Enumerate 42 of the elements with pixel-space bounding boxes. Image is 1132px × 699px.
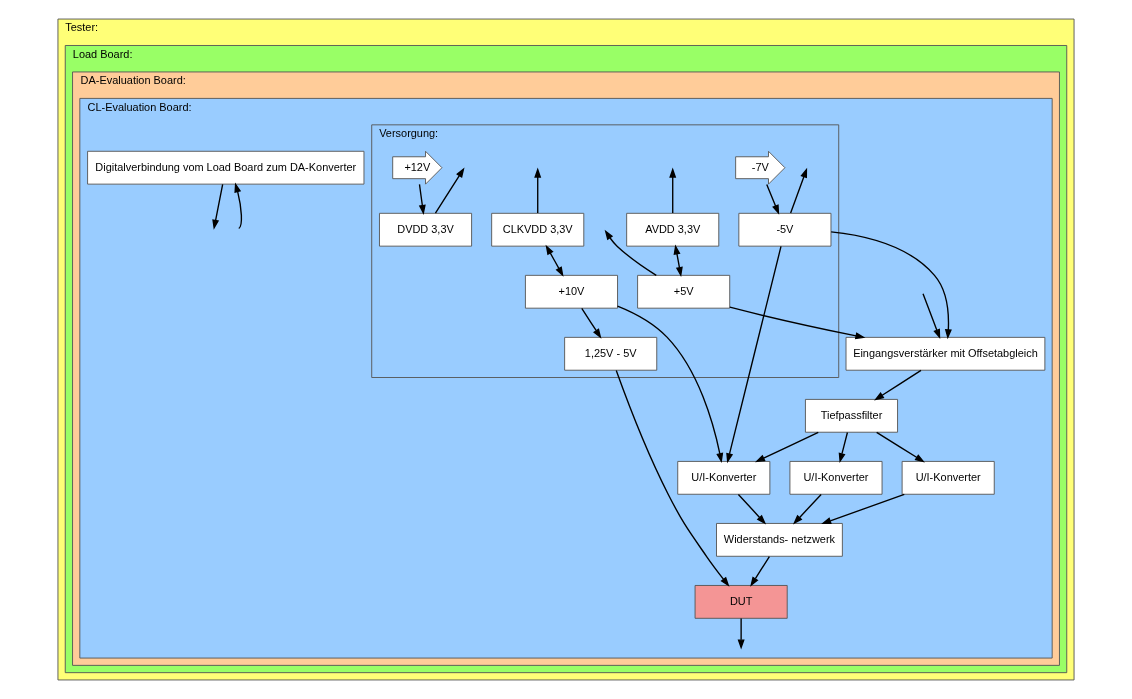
arrow <box>729 306 866 340</box>
node-box: U/I-Konverter <box>901 460 995 495</box>
arrow <box>754 431 819 463</box>
node-box: CLKVDD 3,3V <box>491 212 585 247</box>
arrow <box>726 245 782 464</box>
node-box: DUT <box>694 585 788 619</box>
arrow <box>604 229 657 276</box>
arrow <box>874 369 922 401</box>
arrow <box>766 183 780 215</box>
node-box: +10V <box>524 274 618 309</box>
node-box: DVDD 3,3V <box>379 212 473 247</box>
node-box: Widerstands- netzwerk <box>716 523 843 557</box>
arrow <box>673 244 683 277</box>
node-box: AVDD 3,3V <box>626 212 720 247</box>
node-box: U/I-Konverter <box>789 460 883 495</box>
arrow <box>534 167 542 214</box>
arrow <box>737 493 767 525</box>
node-box: Tiefpassfilter <box>804 398 898 433</box>
arrow <box>793 493 822 525</box>
arrow <box>212 183 224 230</box>
node-box: Digitalverbindung vom Load Board zum DA-Konverter <box>87 150 365 185</box>
arrow <box>922 293 941 340</box>
arrow <box>669 167 677 214</box>
arrow <box>830 231 952 340</box>
node-box: Eingangsverstärker mit Offsetabgleich <box>845 336 1046 371</box>
arrow <box>821 493 905 525</box>
arrow <box>234 182 243 230</box>
arrow <box>616 305 724 464</box>
arrow <box>789 167 808 214</box>
arrow <box>615 369 730 587</box>
arrow <box>750 555 771 587</box>
arrow <box>418 183 426 215</box>
arrow <box>434 167 465 214</box>
arrow <box>737 617 745 650</box>
arrow <box>838 431 849 464</box>
node-box: U/I-Konverter <box>677 460 771 495</box>
arrow <box>581 307 602 339</box>
arrow <box>875 431 925 463</box>
node-box: -5V <box>738 212 832 247</box>
arrow <box>545 244 564 277</box>
node-box: 1,25V - 5V <box>564 336 658 371</box>
node-box: +5V <box>637 274 731 309</box>
